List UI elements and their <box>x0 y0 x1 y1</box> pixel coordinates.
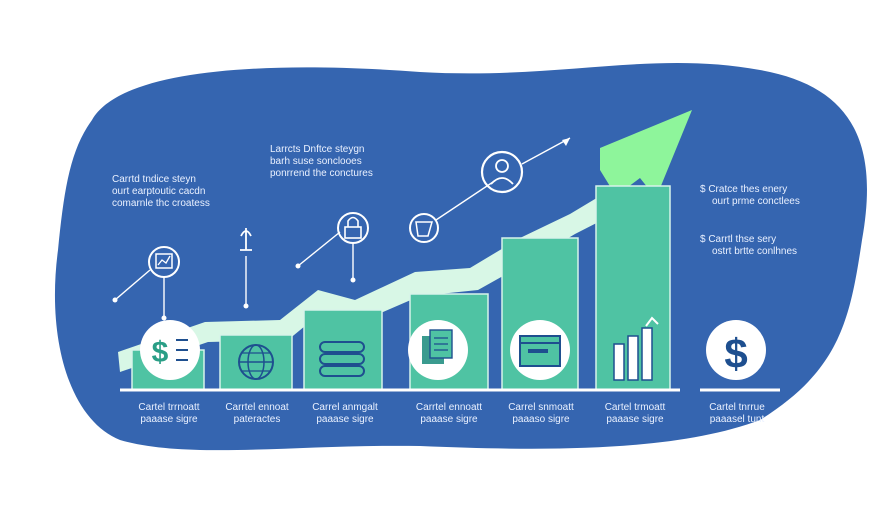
people-icon <box>409 213 439 243</box>
connector-4 <box>435 179 497 221</box>
right-note-1: $ Cratce thes enery ourt prme conctlees <box>700 184 800 208</box>
connector-5 <box>521 137 571 165</box>
bar-label-6-line1: Cartel trmoatt <box>604 402 666 413</box>
connector-dot-4 <box>295 263 301 269</box>
growth-arrow-head <box>600 110 692 198</box>
bar-label-5-line2: paaaso sigre <box>512 414 570 425</box>
right-note-2-line1: $ Carrtl thse sery <box>700 234 777 245</box>
bar-label-5-line1: Carrel snmoatt <box>508 402 574 413</box>
bar-label-2: Carrtel ennoat pateractes <box>202 402 312 426</box>
left-note-1-line3: comarnle thc croatess <box>112 198 210 209</box>
connectors <box>114 137 571 318</box>
left-note-2-line2: barh suse sonclooes <box>270 156 362 167</box>
chart-board-icon <box>148 246 180 278</box>
bar-label-7-line2: paaasel tunt <box>709 414 765 425</box>
left-note-1-line1: Carrtd tndice steyn <box>112 174 196 185</box>
right-note-2-line2: ostrt brtte conlhnes <box>712 246 798 257</box>
bar-label-2-line1: Carrtel ennoat <box>225 402 289 413</box>
connector-1 <box>114 269 151 301</box>
folder-icon <box>510 320 570 380</box>
connector-3 <box>297 231 341 267</box>
documents-icon <box>408 320 468 380</box>
bar-3 <box>303 309 383 391</box>
right-note-1-line1: $ Cratce thes enery <box>700 184 788 195</box>
stack-icon <box>319 341 365 377</box>
left-note-2-line3: ponrrend the conctures <box>270 168 373 179</box>
left-note-2: Larrcts Dnftce steygn barh suse sonclooe… <box>270 144 373 180</box>
bar-label-4-line2: paaase sigre <box>420 414 478 425</box>
tool-icon <box>240 228 252 251</box>
growth-arrow-band <box>118 190 622 372</box>
connector-dot-1 <box>112 297 118 303</box>
bar-label-1-line1: Cartel trrnoatt <box>138 402 200 413</box>
left-note-1: Carrtd tndice steyn ourt earptoutic cacd… <box>112 174 210 210</box>
user-icon <box>480 150 524 194</box>
bar-label-6: Cartel trmoatt paaase sigre <box>580 402 690 426</box>
bar-label-6-line2: paaase sigre <box>606 414 664 425</box>
bar-label-1-line2: paaase sigre <box>140 414 198 425</box>
connector-dot-5 <box>350 277 356 283</box>
svg-text:$: $ <box>724 330 747 377</box>
dollar-icon: $ <box>706 320 766 380</box>
bar-label-7-line1: Cartel tnrrue <box>709 402 765 413</box>
bar-label-4-line1: Carrtel ennoatt <box>415 402 483 413</box>
right-note-1-line2: ourt prme conctlees <box>712 196 800 207</box>
left-note-2-line1: Larrcts Dnftce steygn <box>270 144 365 155</box>
connector-dot-2 <box>161 315 167 321</box>
dollar-list-icon: $ <box>140 320 200 380</box>
bar-label-3-line2: paaase sigre <box>316 414 374 425</box>
globe-icon <box>238 344 274 380</box>
bar-label-4: Carrtel ennoatt paaase sigre <box>394 402 504 426</box>
right-note-2: $ Carrtl thse sery ostrt brtte conlhnes <box>700 234 797 258</box>
lock-icon <box>337 212 369 244</box>
connector-arrowhead <box>562 138 570 146</box>
svg-text:$: $ <box>152 336 169 369</box>
left-note-1-line2: ourt earptoutic cacdn <box>112 186 206 197</box>
bar-label-2-line2: pateractes <box>233 414 281 425</box>
bar-label-1: Cartel trrnoatt paaase sigre <box>114 402 224 426</box>
bar-label-3-line1: Carrel anmgalt <box>312 402 378 413</box>
bar-label-3: Carrel anmgalt paaase sigre <box>290 402 400 426</box>
bar-label-7: Cartel tnrrue paaasel tunt <box>682 402 792 426</box>
bar-chart-icon <box>613 316 659 381</box>
bar-label-5: Carrel snmoatt paaaso sigre <box>486 402 596 426</box>
connector-dot-3 <box>243 303 249 309</box>
